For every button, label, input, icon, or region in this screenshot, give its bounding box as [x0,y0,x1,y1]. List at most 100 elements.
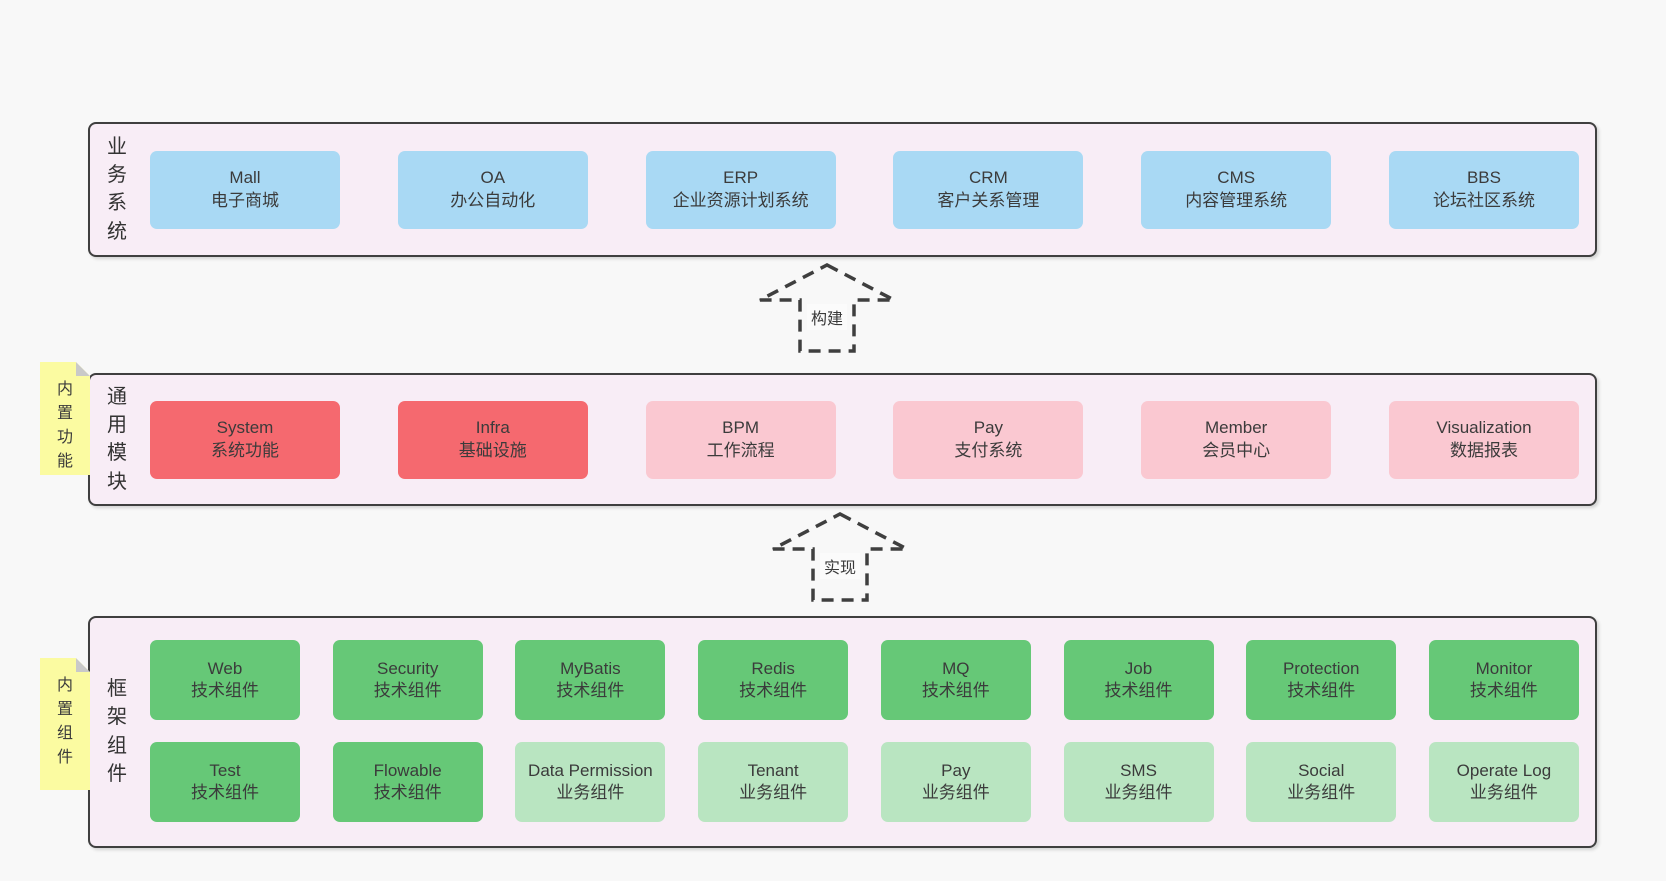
box-title: Monitor [1475,658,1533,678]
box-title: SMS [1120,760,1157,780]
box-redis: Redis 技术组件 [698,640,849,720]
box-subtitle: 企业资源计划系统 [672,190,809,210]
box-title: Pay [941,760,971,780]
box-subtitle: 业务组件 [921,783,990,802]
box-subtitle: 客户关系管理 [937,190,1040,210]
box-test: Test 技术组件 [150,742,300,822]
box-title: Security [376,658,439,678]
box-title: Test [209,760,241,780]
box-title: OA [480,168,506,188]
box-title: MQ [942,658,970,678]
box-pay: Pay 业务组件 [880,742,1031,822]
box-title: ERP [723,168,759,188]
box-subtitle: 技术组件 [739,681,808,700]
layer-modules-label: 通用模块 [107,385,127,493]
box-subtitle: 技术组件 [191,783,259,802]
note-builtin-functions-text: 内置功能 [56,381,73,470]
box-subtitle: 业务组件 [739,783,808,802]
layer-business-label: 业务系统 [107,135,127,243]
box-title: Protection [1282,658,1360,678]
box-sms: SMS 业务组件 [1063,742,1214,822]
box-title: System [216,418,274,438]
box-title: Social [1298,760,1345,780]
box-title: Mall [229,168,261,188]
box-subtitle: 业务组件 [556,783,625,802]
box-protection: Protection 技术组件 [1246,640,1397,720]
box-subtitle: 技术组件 [1104,681,1173,700]
box-title: BBS [1466,168,1501,188]
box-subtitle: 技术组件 [556,681,625,700]
box-subtitle: 办公自动化 [450,190,536,210]
box-subtitle: 数据报表 [1449,440,1518,460]
box-subtitle: 工作流程 [706,440,775,460]
implement-arrow-label: 实现 [819,553,861,579]
box-title: Job [1124,658,1153,678]
box-title: Pay [973,418,1004,438]
note-fold-icon [76,362,90,376]
box-mq: MQ 技术组件 [880,640,1031,720]
layer-components-label: 框架组件 [107,678,127,786]
dashed-up-arrow-icon [759,263,895,353]
box-title: Flowable [373,760,442,780]
box-subtitle: 内容管理系统 [1185,190,1288,210]
box-title: Web [207,658,243,678]
box-subtitle: 会员中心 [1202,440,1271,460]
build-arrow-label: 构建 [806,304,848,330]
box-subtitle: 技术组件 [373,783,442,802]
note-builtin-functions: 内置功能 [40,362,90,475]
box-web: Web 技术组件 [150,640,300,720]
box-job: Job 技术组件 [1063,640,1214,720]
box-title: BPM [722,418,760,438]
build-arrow: 构建 [757,262,897,354]
box-subtitle: 基础设施 [458,440,527,460]
box-title: Redis [751,658,795,678]
box-title: Member [1205,418,1268,438]
box-subtitle: 业务组件 [1469,783,1538,802]
box-subtitle: 技术组件 [373,681,442,700]
box-subtitle: 技术组件 [191,681,259,700]
box-mybatis: MyBatis 技术组件 [515,640,666,720]
box-title: CRM [969,168,1008,188]
box-title: Visualization [1436,418,1532,438]
box-title: CMS [1217,168,1256,188]
box-subtitle: 支付系统 [954,440,1023,460]
box-security: Security 技术组件 [332,640,483,720]
box-subtitle: 业务组件 [1104,783,1173,802]
box-title: Data Permission [528,760,653,780]
box-subtitle: 电子商城 [211,190,279,210]
box-title: Tenant [747,760,799,780]
box-subtitle: 技术组件 [1287,681,1356,700]
box-subtitle: 技术组件 [921,681,990,700]
box-subtitle: 论坛社区系统 [1432,190,1535,210]
box-title: MyBatis [560,658,621,678]
box-title: Infra [475,418,510,438]
box-subtitle: 系统功能 [211,440,279,460]
dashed-up-arrow-icon [772,512,908,602]
box-data-permission: Data Permission 业务组件 [515,742,666,822]
box-tenant: Tenant 业务组件 [698,742,849,822]
note-builtin-components: 内置组件 [40,658,90,790]
box-flowable: Flowable 技术组件 [332,742,483,822]
note-builtin-components-text: 内置组件 [56,677,73,766]
